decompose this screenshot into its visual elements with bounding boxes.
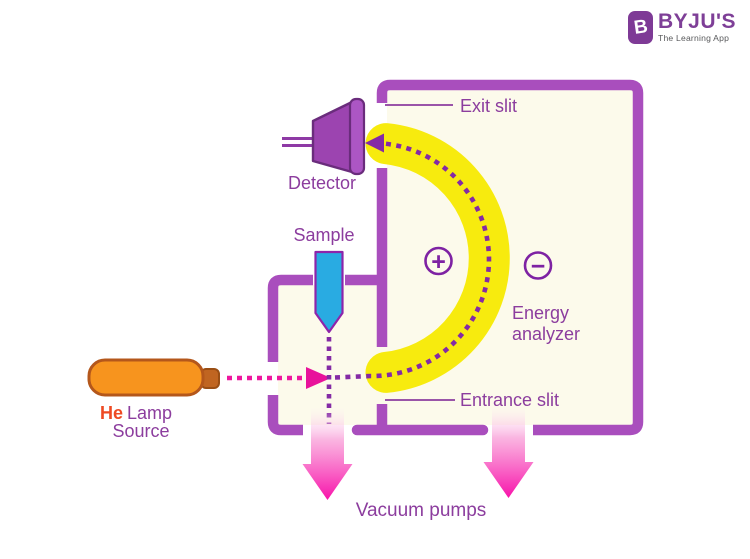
energy-analyzer-label-line1: Energy (512, 303, 569, 323)
energy-analyzer-label-line2: analyzer (512, 324, 580, 344)
leader-lines (385, 104, 455, 401)
vacuum-pumps-label: Vacuum pumps (356, 500, 487, 521)
plus-icon: + (431, 248, 446, 276)
source-label: Source (112, 421, 169, 441)
negative-electrode-circle (523, 251, 553, 280)
vacuum-arrow-right-icon (483, 405, 534, 498)
byjus-logo: B BYJU'S The Learning App (628, 11, 736, 44)
sample-chamber-wall-top-left (267, 274, 313, 362)
electrode-symbols: + − (424, 246, 553, 281)
positive-electrode-circle (424, 246, 453, 276)
detector-label: Detector (288, 173, 356, 193)
electron-dotted-path (334, 140, 492, 380)
sample-rod (314, 250, 344, 334)
lamp-label: Lamp (127, 403, 172, 423)
he-label: He (100, 403, 123, 423)
detector-assembly (282, 97, 366, 176)
byjus-logo-text: BYJU'S The Learning App (658, 10, 737, 44)
entrance-slit-label: Entrance slit (460, 390, 559, 410)
lamp-body (87, 358, 205, 397)
detector-body (311, 100, 354, 174)
minus-icon: − (531, 253, 546, 281)
electron-arrowhead-icon (365, 133, 384, 153)
exit-slit-label: Exit slit (460, 96, 517, 116)
he-lamp (87, 358, 220, 397)
detector-face (348, 97, 366, 176)
byjus-badge-icon: B (628, 11, 653, 44)
byjus-badge-letter: B (632, 16, 649, 39)
vacuum-arrow-left-icon (302, 407, 353, 500)
diagram-labels: Exit slit Detector Sample Energy analyze… (100, 96, 580, 521)
byjus-tagline: The Learning App (658, 33, 730, 43)
chamber-walls (267, 79, 644, 436)
byjus-brand-name: BYJU'S (658, 10, 737, 33)
main-chamber-wall (376, 79, 644, 436)
sample-label: Sample (293, 225, 354, 245)
sample-chamber-wall-bottom-left (267, 395, 303, 436)
vacuum-pump-arrows (302, 405, 534, 500)
photon-arrowhead-icon (306, 367, 331, 389)
